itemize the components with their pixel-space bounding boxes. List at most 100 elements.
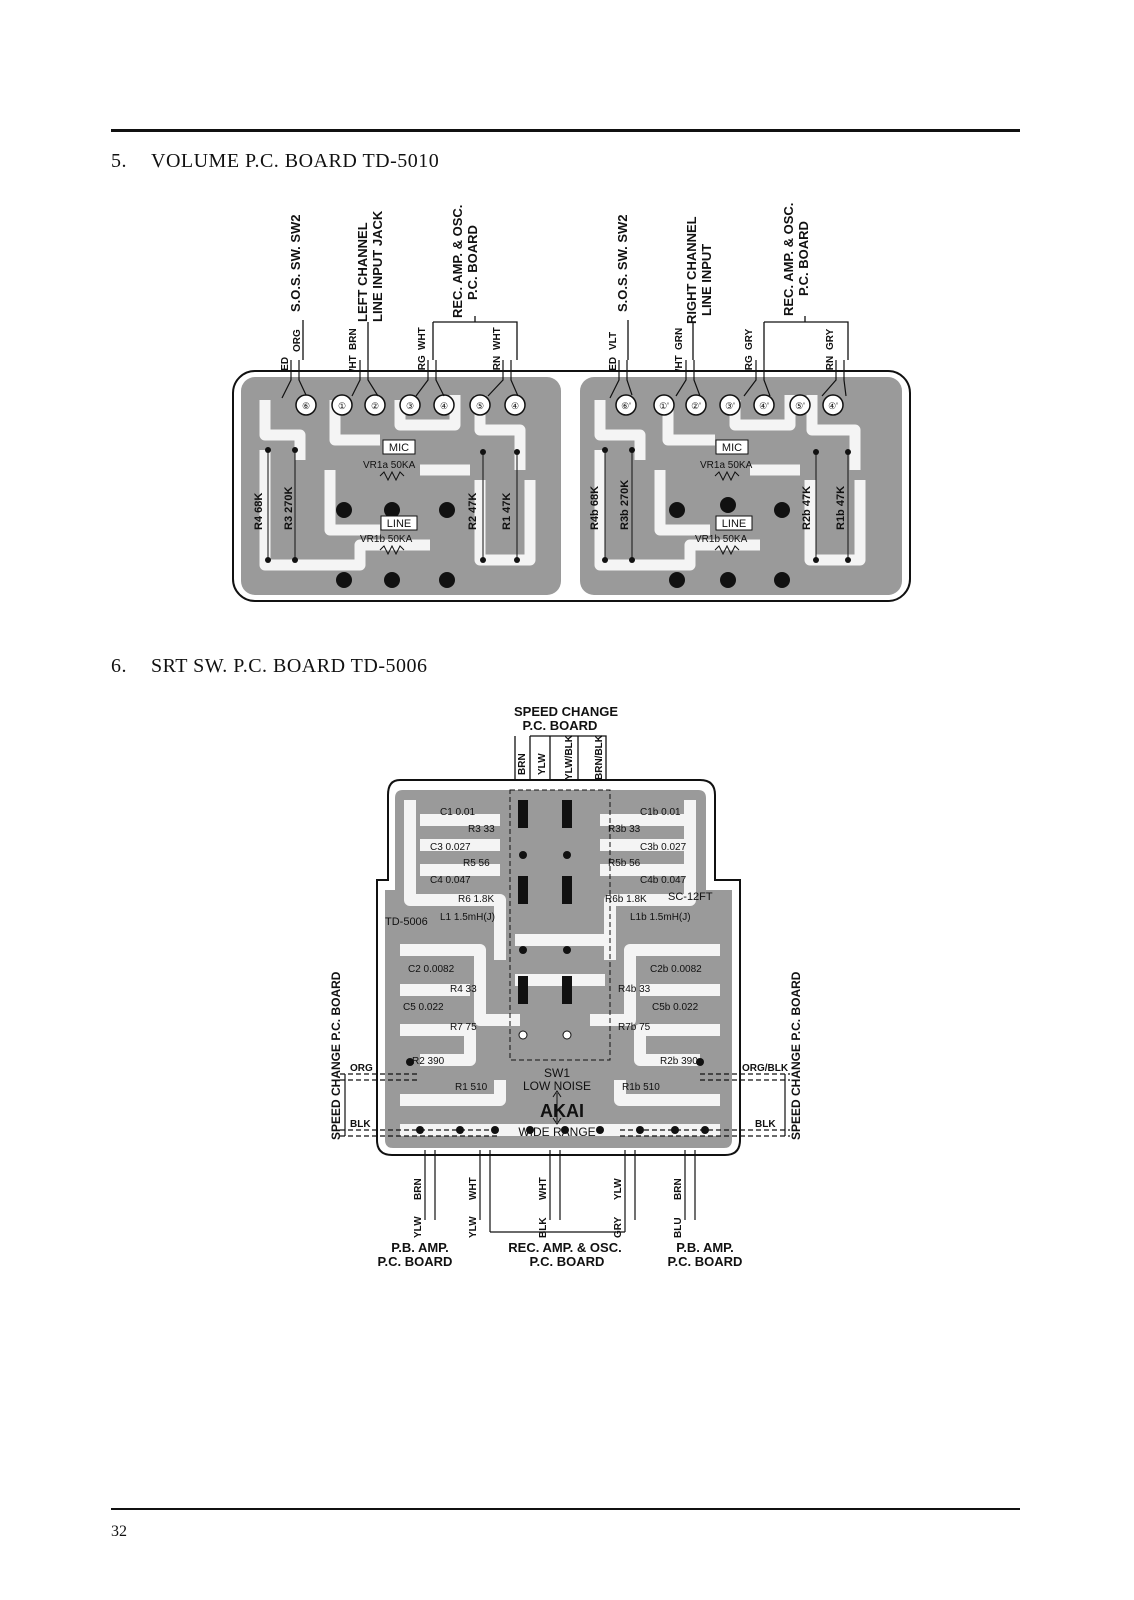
- terminal-label: ④: [440, 401, 448, 411]
- section-6-title: SRT SW. P.C. BOARD TD-5006: [151, 655, 428, 677]
- terminal-label: ②: [371, 401, 379, 411]
- org-blk-wire-label: ORG/BLK: [742, 1063, 789, 1074]
- wire-label: GRN: [674, 328, 685, 350]
- bottom-wire-label: WHT: [468, 1177, 479, 1200]
- wire-label: GRY: [744, 328, 755, 350]
- wire-label: RED: [280, 357, 291, 378]
- left-channel-jack-label: LINE INPUT JACK: [370, 210, 385, 322]
- top-wire-label: YLW/BLK: [564, 734, 575, 780]
- sc-label: SC-12FT: [668, 891, 713, 903]
- rec-amp-right-board-label: P.C. BOARD: [796, 221, 811, 296]
- wire-label: RED: [608, 357, 619, 378]
- pb-amp-left-label: P.B. AMP.: [391, 1240, 449, 1255]
- right-part-label: C2b 0.0082: [650, 964, 702, 975]
- left-part-label: R4 33: [450, 984, 477, 995]
- akai-logo: AKAI: [540, 1101, 584, 1121]
- right-part-label: R6b 1.8K: [605, 894, 647, 905]
- bottom-rule: [111, 1508, 1020, 1510]
- left-part-label: C1 0.01: [440, 807, 475, 818]
- section-6-heading: 6.SRT SW. P.C. BOARD TD-5006: [111, 655, 428, 678]
- vr1a-right-label: VR1a 50KA: [700, 460, 753, 471]
- wire-label: GRN: [492, 356, 503, 378]
- speed-change-top-board-label: P.C. BOARD: [523, 718, 598, 733]
- bottom-wire-label: BLK: [538, 1217, 549, 1238]
- left-part-label: R7 75: [450, 1022, 477, 1033]
- left-part-label: R6 1.8K: [458, 894, 494, 905]
- sos-left-label: S.O.S. SW. SW2: [288, 214, 303, 312]
- right-channel-input-label: LINE INPUT: [699, 244, 714, 316]
- pb-amp-left-board-label: P.C. BOARD: [378, 1254, 453, 1269]
- right-part-label: C1b 0.01: [640, 807, 681, 818]
- terminal-label: ⑤': [795, 401, 805, 411]
- bottom-wire-label: YLW: [413, 1216, 424, 1238]
- wire-label: WHT: [492, 327, 503, 350]
- left-part-label: C2 0.0082: [408, 964, 455, 975]
- right-part-label: R3b 33: [608, 824, 641, 835]
- right-part-label: R7b 75: [618, 1022, 651, 1033]
- section-5-number: 5.: [111, 150, 127, 172]
- rec-amp-left-board-label: P.C. BOARD: [465, 225, 480, 300]
- r4b-label: R4b 68K: [589, 486, 601, 530]
- page-number: 32: [111, 1523, 127, 1540]
- left-part-label: C3 0.027: [430, 842, 471, 853]
- terminal-label: ①: [338, 401, 346, 411]
- rec-amp-bottom-board-label: P.C. BOARD: [530, 1254, 605, 1269]
- left-part-label: C4 0.047: [430, 875, 471, 886]
- blk-left-wire-label: BLK: [350, 1119, 371, 1130]
- terminal-label: ⑤: [476, 401, 484, 411]
- left-part-label: R5 56: [463, 858, 490, 869]
- wire-label: VLT: [608, 332, 619, 350]
- left-part-label: R3 33: [468, 824, 495, 835]
- wire-label: WHT: [348, 355, 359, 378]
- sw1-label: SW1: [544, 1066, 570, 1080]
- wire-label: WHT: [674, 355, 685, 378]
- sos-right-label: S.O.S. SW. SW2: [615, 214, 630, 312]
- rec-amp-right-label: REC. AMP. & OSC.: [781, 203, 796, 316]
- terminal-label: ⑥: [302, 401, 310, 411]
- terminal-label: ④': [828, 401, 838, 411]
- terminal-label: ①': [659, 401, 669, 411]
- terminal-label: ⑥': [621, 401, 631, 411]
- wire-label: ORG: [744, 355, 755, 378]
- right-part-label: C5b 0.022: [652, 1002, 699, 1013]
- left-part-label: R2 390: [412, 1056, 445, 1067]
- wire-label: GRN: [825, 356, 836, 378]
- line-label-left: LINE: [387, 518, 411, 530]
- blk-right-wire-label: BLK: [755, 1119, 776, 1130]
- pb-amp-right-label: P.B. AMP.: [676, 1240, 734, 1255]
- left-part-label: L1 1.5mH(J): [440, 912, 495, 923]
- wide-range-label: WIDE RANGE: [518, 1125, 595, 1139]
- right-part-label: C4b 0.047: [640, 875, 687, 886]
- speed-change-top-label: SPEED CHANGE: [514, 704, 618, 719]
- r1b-label: R1b 47K: [835, 486, 847, 530]
- org-wire-label: ORG: [350, 1063, 373, 1074]
- mic-label-left: MIC: [389, 442, 409, 454]
- bottom-wire-label: BRN: [413, 1178, 424, 1200]
- wire-label: ORG: [292, 329, 303, 352]
- mic-label-right: MIC: [722, 442, 742, 454]
- right-part-label: R4b 33: [618, 984, 651, 995]
- bottom-wire-label: BLU: [673, 1217, 684, 1238]
- wire-label: WHT: [417, 327, 428, 350]
- vr1b-right-label: VR1b 50KA: [695, 534, 748, 545]
- right-part-label: R5b 56: [608, 858, 641, 869]
- terminal-label: ④: [511, 401, 519, 411]
- bottom-wire-label: WHT: [538, 1177, 549, 1200]
- bottom-wire-label: GRY: [613, 1216, 624, 1238]
- left-channel-label: LEFT CHANNEL: [355, 222, 370, 322]
- r1-label: R1 47K: [501, 493, 513, 530]
- right-part-label: C3b 0.027: [640, 842, 687, 853]
- left-part-label: R1 510: [455, 1082, 488, 1093]
- srt-board-diagram: SPEED CHANGE P.C. BOARD BRN YLW YLW/BLK …: [329, 704, 803, 1269]
- section-5-heading: 5.VOLUME P.C. BOARD TD-5010: [111, 150, 439, 173]
- top-wire-label: BRN: [517, 753, 528, 775]
- terminal-label: ④': [759, 401, 769, 411]
- vr1b-label: VR1b 50KA: [360, 534, 413, 545]
- bottom-wire-label: BRN: [673, 1178, 684, 1200]
- board-id-label: TD-5006: [385, 916, 428, 928]
- right-channel-label: RIGHT CHANNEL: [684, 216, 699, 324]
- r4-label: R4 68K: [253, 493, 265, 530]
- terminal-label: ③': [725, 401, 735, 411]
- wire-label: GRY: [825, 328, 836, 350]
- wire-label: BRN: [348, 328, 359, 350]
